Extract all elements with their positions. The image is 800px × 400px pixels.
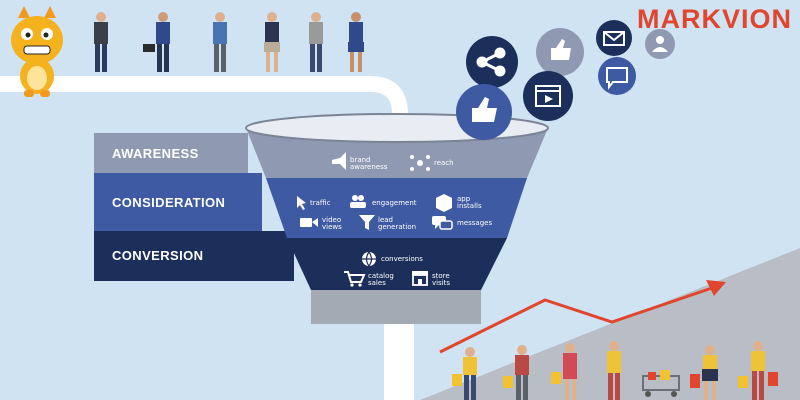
person	[94, 12, 108, 72]
trend-line	[439, 286, 713, 354]
people-icon	[350, 195, 366, 208]
box-icon	[436, 194, 452, 212]
shopper	[452, 347, 477, 400]
shopper	[503, 345, 529, 400]
person	[143, 12, 170, 72]
store-icon	[412, 271, 428, 286]
brand-logo: MARKVION	[637, 4, 792, 34]
funnel-conversion-section	[287, 238, 507, 290]
brand-awareness-label: brand awareness	[350, 156, 388, 171]
funnel-consideration-section	[266, 178, 527, 238]
engagement-label: engagement	[372, 199, 417, 207]
video-views-label: video views	[322, 216, 342, 231]
megaphone-icon	[332, 152, 346, 170]
conversion-bar	[94, 231, 294, 281]
trend-arrow-head-icon	[706, 280, 726, 296]
stage-label-consideration: CONSIDERATION	[112, 195, 226, 210]
globe-icon	[362, 251, 376, 267]
reach-icon	[410, 155, 430, 171]
video-play-icon	[523, 71, 573, 121]
business-people-row	[94, 12, 364, 72]
person	[309, 12, 323, 72]
mascot-character-icon	[11, 6, 63, 97]
store-visits-label: store visits	[432, 272, 451, 287]
lead-generation-label: lead generation	[378, 216, 417, 231]
share-icon	[466, 36, 518, 88]
traffic-label: traffic	[310, 199, 331, 207]
awareness-bar	[94, 133, 248, 173]
cursor-icon	[297, 196, 306, 210]
shopper	[738, 341, 778, 400]
stage-label-conversion: CONVERSION	[112, 248, 204, 263]
funnel-outlet-pipe	[384, 320, 414, 400]
funnel-spout	[311, 290, 481, 324]
video-camera-icon	[300, 218, 318, 227]
chat-icon	[432, 216, 453, 230]
filter-icon	[359, 215, 375, 230]
shopper	[607, 341, 621, 400]
social-icons	[456, 20, 675, 140]
cart-icon	[642, 370, 680, 397]
person	[264, 12, 280, 72]
person	[348, 12, 364, 72]
cart-icon	[344, 271, 366, 287]
messages-label: messages	[457, 219, 493, 227]
app-installs-label: app installs	[457, 195, 482, 210]
mail-icon	[596, 20, 632, 56]
shopper	[551, 343, 577, 400]
catalog-sales-label: catalog sales	[368, 272, 394, 287]
conversions-label: conversions	[381, 255, 423, 263]
shopper	[690, 345, 718, 400]
consideration-bar	[94, 173, 262, 231]
reach-label: reach	[434, 159, 454, 167]
shoppers-row	[452, 341, 778, 400]
stage-label-awareness: AWARENESS	[112, 146, 199, 161]
person	[213, 12, 227, 72]
comment-icon	[598, 57, 636, 95]
